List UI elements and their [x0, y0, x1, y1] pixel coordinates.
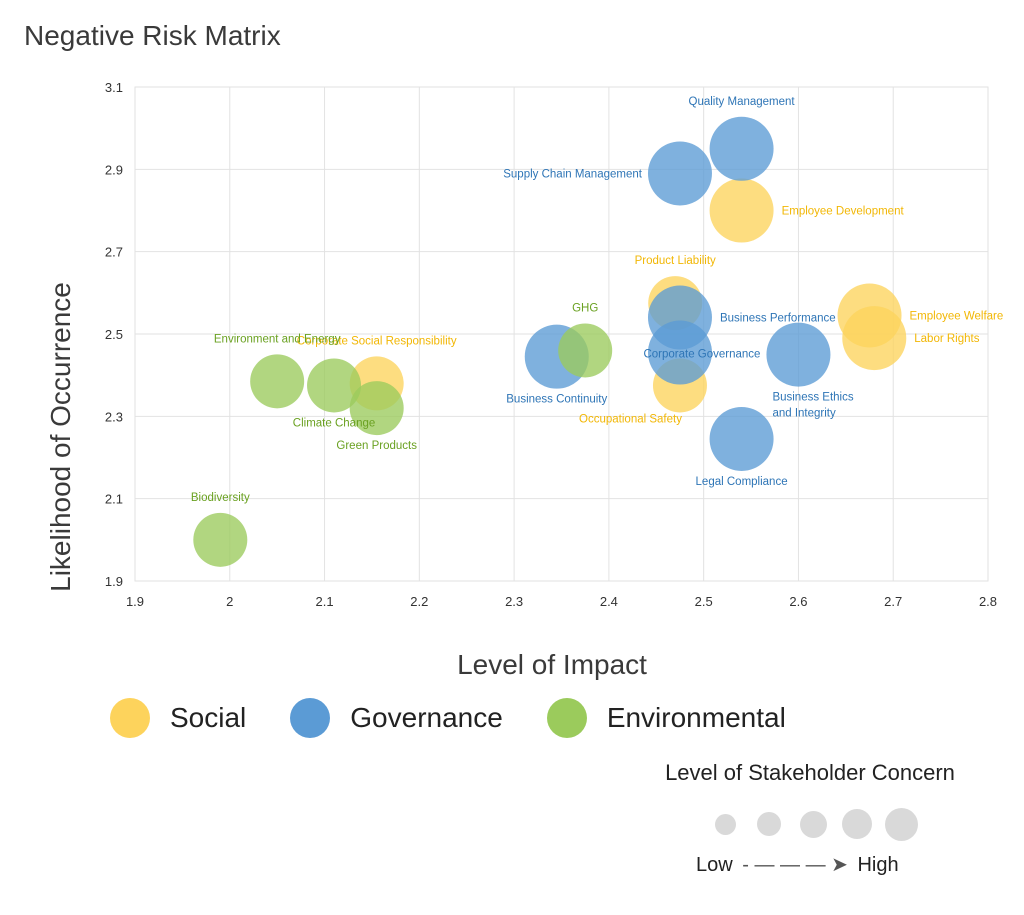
legend-label: Social	[170, 702, 247, 733]
size-scale-arrow: - — — — ➤	[742, 854, 848, 876]
size-legend-dot	[757, 812, 781, 836]
bubble-label: Labor Rights	[914, 333, 979, 345]
size-legend-dots	[710, 806, 950, 846]
bubble-label: Supply Chain Management	[503, 168, 643, 180]
risk-matrix-chart: 1.9 2 2.1 2.2 2.3 2.4 2.5 2.6 2.7 2.8 1.9 2.1 2.3 2.5…	[45, 80, 1003, 680]
bubble-label: Business Continuity	[506, 394, 607, 406]
legend-item-governance[interactable]: Governance	[290, 698, 503, 738]
bubble-social	[709, 178, 774, 243]
bubble-label: Corporate Governance	[643, 349, 760, 361]
legend-item-environmental[interactable]: Environmental	[546, 698, 786, 738]
x-tick-label: 2.1	[316, 594, 334, 609]
bubble-label: Employee Development	[782, 206, 905, 218]
y-tick-label: 2.7	[105, 245, 123, 260]
bubble-label: Green Products	[336, 440, 417, 452]
bubble-environmental	[307, 358, 362, 413]
y-tick-label: 2.9	[105, 162, 123, 177]
bubble-label: Biodiversity	[191, 492, 250, 504]
bubble-environmental	[349, 381, 404, 436]
legend-label: Environmental	[606, 702, 786, 733]
bubble-environmental	[558, 323, 613, 378]
x-tick-label: 2.3	[505, 594, 523, 609]
x-tick-label: 2.7	[884, 594, 902, 609]
size-high-label: High	[857, 854, 899, 876]
bubble-governance	[709, 406, 774, 471]
bubble-social	[842, 306, 907, 371]
legend-swatch-governance	[290, 698, 331, 738]
bubble-label: Quality Management	[689, 96, 796, 108]
bubble-environmental	[193, 512, 248, 567]
x-tick-label: 1.9	[126, 594, 144, 609]
x-tick-label: 2.5	[695, 594, 713, 609]
x-axis-title: Level of Impact	[457, 649, 647, 680]
legend-label: Governance	[350, 702, 503, 733]
bubbles	[193, 116, 907, 567]
y-tick-label: 2.3	[105, 409, 123, 424]
x-tick-label: 2.2	[410, 594, 428, 609]
size-legend: Level of Stakeholder Concern Low - — — —…	[640, 760, 980, 876]
bubble-label: Employee Welfare	[910, 310, 1004, 322]
legend-swatch-social	[110, 698, 150, 738]
bubble-label: Legal Compliance	[696, 476, 788, 488]
y-tick-label: 2.5	[105, 327, 123, 342]
bubble-label: Occupational Safety	[579, 413, 682, 425]
size-legend-title: Level of Stakeholder Concern	[665, 760, 955, 785]
bubble-label: Corporate Social Responsibility	[297, 335, 457, 347]
bubble-label: Business Performance	[720, 313, 836, 325]
bubble-governance	[647, 320, 712, 385]
bubble-governance	[766, 322, 831, 387]
axis-ticks: 1.9 2 2.1 2.2 2.3 2.4 2.5 2.6 2.7 2.8 1.9 2.1 2.3 2.5…	[105, 80, 997, 609]
bubble-label: Product Liability	[635, 255, 716, 267]
size-legend-scale: Low - — — — ➤ High	[696, 852, 899, 877]
legend-swatch-environmental	[546, 698, 587, 738]
x-tick-label: 2.6	[789, 594, 807, 609]
size-legend-dot	[884, 807, 918, 841]
bubble-governance	[709, 116, 774, 181]
x-tick-label: 2.4	[600, 594, 618, 609]
chart-title: Negative Risk Matrix	[24, 20, 281, 51]
size-legend-dot	[714, 813, 736, 835]
bubble-label: Climate Change	[293, 417, 375, 429]
category-legend: Social Governance Environmental	[110, 698, 830, 738]
y-tick-label: 2.1	[105, 492, 123, 507]
size-legend-dot	[799, 810, 827, 838]
y-tick-label: 1.9	[105, 574, 123, 589]
bubble-label: Environment and Energy	[214, 333, 341, 345]
y-axis-title: Likelihood of Occurrence	[45, 282, 76, 592]
x-tick-label: 2.8	[979, 594, 997, 609]
bubble-governance	[647, 141, 712, 206]
bubble-label: GHG	[572, 302, 598, 314]
y-tick-label: 3.1	[105, 80, 123, 95]
legend-item-social[interactable]: Social	[110, 698, 246, 738]
size-low-label: Low	[696, 854, 733, 876]
size-legend-dot	[842, 809, 872, 839]
x-tick-label: 2	[226, 594, 233, 609]
bubble-environmental	[250, 354, 305, 409]
